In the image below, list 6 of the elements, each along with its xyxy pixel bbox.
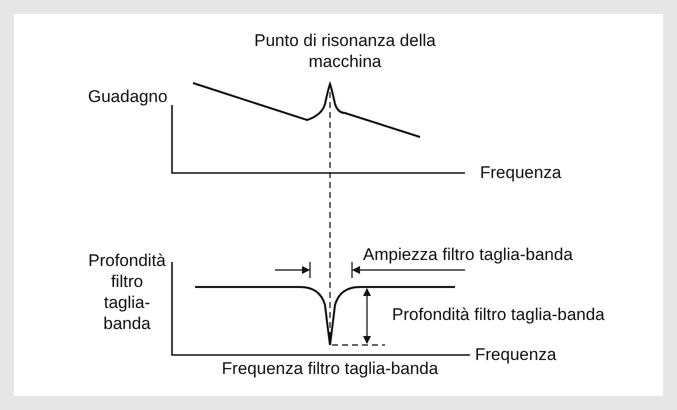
axis-label: Frequenza <box>480 163 562 182</box>
axis-label: Frequenza <box>475 345 556 364</box>
axis-label: Guadagno <box>88 87 168 106</box>
annotation-text: Profondità filtro taglia-banda <box>392 305 605 324</box>
annotation-text: Ampiezza filtro taglia-banda <box>363 245 573 264</box>
annotation-text: Frequenza filtro taglia-banda <box>222 359 438 378</box>
